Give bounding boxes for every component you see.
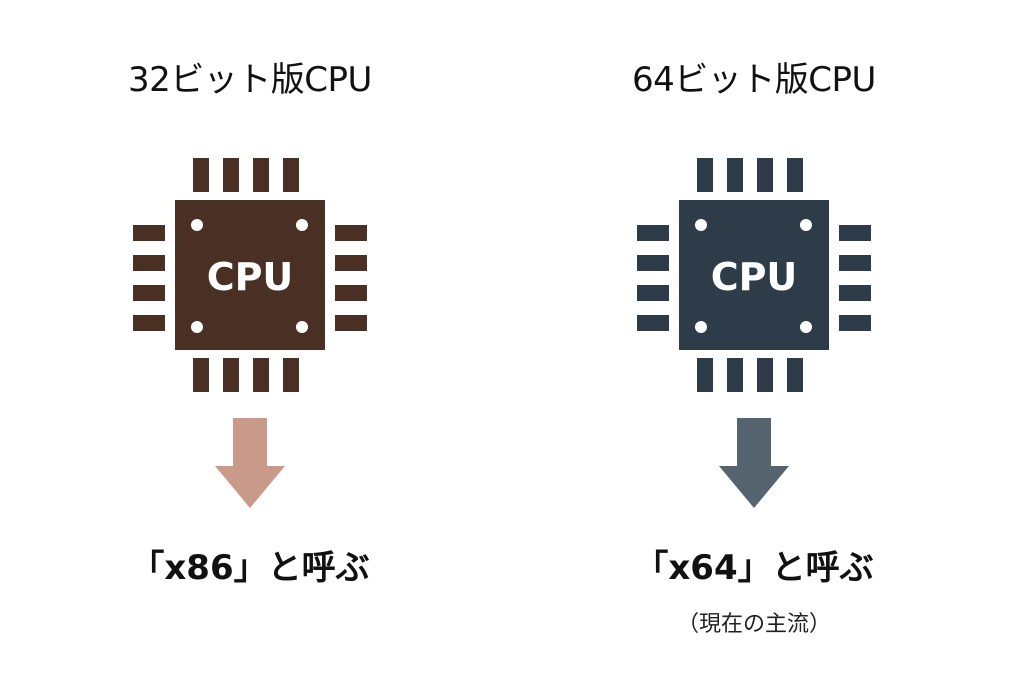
result-label-64bit: 「x64」と呼ぶ xyxy=(634,548,874,588)
note-64bit: （現在の主流） xyxy=(676,612,831,637)
column-64bit: 64ビット版CPU CPU 「x64」と呼ぶ （現在の主流） xyxy=(534,0,974,688)
down-arrow-icon xyxy=(719,418,789,508)
chip-pins-left xyxy=(133,225,165,331)
chip-pins-top xyxy=(697,158,803,192)
chip-pins-bottom xyxy=(193,358,299,392)
heading-32bit: 32ビット版CPU xyxy=(128,60,372,100)
cpu-chip-icon: CPU xyxy=(133,158,367,392)
heading-64bit: 64ビット版CPU xyxy=(632,60,876,100)
down-arrow-icon xyxy=(215,418,285,508)
cpu-chip-icon: CPU xyxy=(637,158,871,392)
chip-pins-left xyxy=(637,225,669,331)
chip-label: CPU xyxy=(711,255,798,299)
chip-pins-right xyxy=(839,225,871,331)
column-32bit: 32ビット版CPU CPU 「x86」と呼ぶ xyxy=(30,0,470,688)
chip-pins-right xyxy=(335,225,367,331)
chip-pins-top xyxy=(193,158,299,192)
result-label-32bit: 「x86」と呼ぶ xyxy=(130,548,370,588)
chip-pins-bottom xyxy=(697,358,803,392)
chip-label: CPU xyxy=(207,255,294,299)
